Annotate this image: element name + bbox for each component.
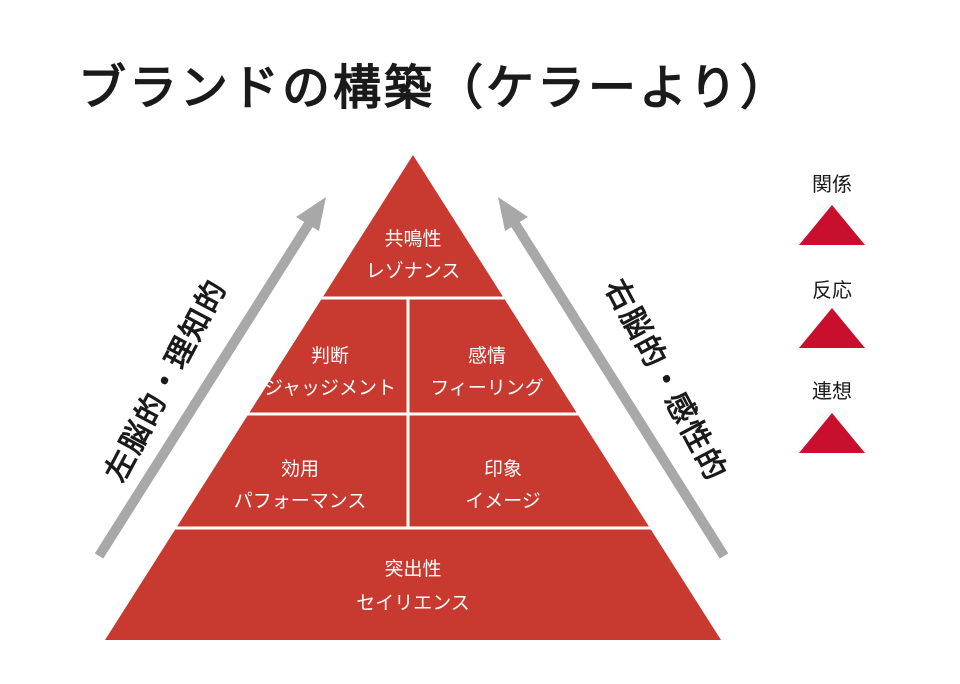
- legend-triangle-response: [799, 308, 865, 348]
- pyramid-top-block: 共鳴性 レゾナンス: [366, 228, 461, 282]
- judgment-label: 判断: [311, 345, 349, 367]
- salience-label: 突出性: [384, 558, 441, 580]
- resonance-label: 共鳴性: [384, 228, 441, 250]
- imagery-label: 印象: [484, 458, 522, 480]
- right-arrow-shaft: [509, 219, 729, 559]
- legend-label-response: 反応: [812, 278, 852, 302]
- pyramid-shape: [105, 155, 721, 640]
- legend-item-association: 連想: [799, 379, 865, 453]
- left-arrow: [94, 197, 326, 559]
- legend-triangle-association: [799, 413, 865, 453]
- legend-label-association: 連想: [812, 379, 852, 403]
- legend-item-relationship: 関係: [799, 172, 865, 245]
- left-arrow-head: [296, 197, 326, 231]
- left-arrow-shaft: [94, 219, 315, 559]
- right-arrow-head: [498, 197, 528, 231]
- feeling-label: 感情: [468, 345, 506, 367]
- performance-reading: パフォーマンス: [234, 490, 367, 512]
- salience-reading: セイリエンス: [356, 592, 470, 614]
- pyramid-imagery-block: 印象 イメージ: [465, 458, 541, 512]
- pyramid-judgment-block: 判断 ジャッジメント: [264, 345, 396, 399]
- page-title: ブランドの構築（ケラーより）: [78, 60, 792, 116]
- legend-label-relationship: 関係: [812, 172, 852, 196]
- pyramid-salience-block: 突出性 セイリエンス: [356, 558, 470, 614]
- resonance-reading: レゾナンス: [366, 260, 461, 282]
- judgment-reading: ジャッジメント: [264, 377, 396, 399]
- performance-label: 効用: [281, 458, 319, 480]
- legend: 関係 反応 連想: [799, 172, 865, 453]
- legend-triangle-relationship: [799, 205, 865, 245]
- pyramid-performance-block: 効用 パフォーマンス: [234, 458, 367, 512]
- imagery-reading: イメージ: [465, 490, 541, 512]
- legend-item-response: 反応: [799, 278, 865, 348]
- pyramid-dividers: [100, 296, 726, 530]
- right-arrow: [498, 197, 729, 559]
- pyramid-feeling-block: 感情 フィーリング: [430, 345, 544, 399]
- feeling-reading: フィーリング: [430, 377, 544, 399]
